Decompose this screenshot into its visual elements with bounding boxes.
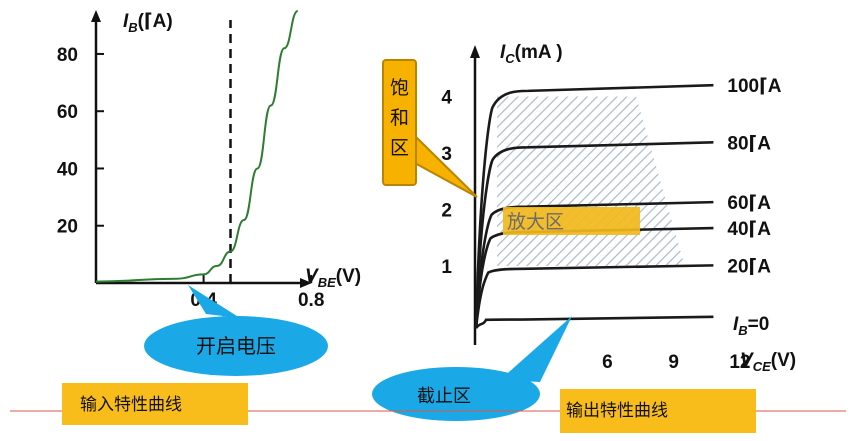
output-x-tick-label: 12 — [729, 352, 750, 373]
saturation-callout: 饱 和 区 — [382, 59, 478, 198]
cutoff-label: 截止区 — [417, 386, 471, 407]
output-curve-label: 100⌈A — [727, 76, 781, 97]
input-x-axis-label: VBE(V) — [305, 266, 361, 290]
output-y-axis-label: IC(mA ) — [500, 42, 563, 66]
input-curve — [95, 10, 299, 283]
output-caption: 输出特性曲线 — [566, 401, 668, 421]
output-caption-box — [560, 389, 756, 433]
output-y-tick-label: 4 — [441, 88, 452, 109]
output-x-tick-label: 9 — [668, 352, 679, 373]
input-y-tick-label: 60 — [57, 102, 78, 123]
input-y-tick-label: 80 — [57, 45, 78, 66]
saturation-char-2: 和 — [390, 107, 409, 129]
amplification-region-box — [503, 207, 640, 235]
input-x-axis-arrow — [300, 278, 312, 288]
input-caption-box — [62, 383, 248, 425]
input-x-tick-label: 0.8 — [298, 290, 324, 311]
cutoff-callout: 截止区 — [372, 316, 572, 421]
output-curve — [474, 140, 714, 329]
output-y-tick-label: 1 — [441, 257, 452, 278]
output-curve — [475, 315, 714, 329]
output-x-axis-label: VCE(V) — [740, 350, 796, 374]
output-curve-label: 80⌈A — [727, 133, 771, 154]
output-x-tick-label: 6 — [602, 352, 613, 373]
output-y-axis-arrow — [470, 45, 480, 58]
input-y-axis-label: IB(⌈A) — [123, 11, 173, 35]
active-region-hatch — [497, 96, 685, 266]
saturation-char-1: 饱 — [390, 77, 409, 99]
input-y-tick-label: 20 — [57, 217, 78, 238]
output-y-tick-label: 2 — [441, 200, 452, 221]
input-y-tick-label: 40 — [57, 159, 78, 180]
output-curve-label: 20⌈A — [727, 256, 771, 277]
threshold-voltage-callout: 开启电压 — [144, 285, 328, 376]
output-curve-label: 60⌈A — [727, 193, 771, 214]
output-curve — [474, 83, 714, 329]
output-curve — [474, 264, 714, 329]
output-y-tick-label: 3 — [441, 144, 452, 165]
threshold-voltage-label: 开启电压 — [196, 334, 276, 358]
output-curve-label: 40⌈A — [727, 219, 771, 240]
amplification-region-label: 放大区 — [507, 211, 564, 233]
saturation-char-3: 区 — [390, 137, 409, 159]
input-y-axis-arrow — [91, 10, 101, 22]
ib-zero-label: IB=0 — [733, 314, 769, 338]
input-caption: 输入特性曲线 — [80, 395, 182, 415]
